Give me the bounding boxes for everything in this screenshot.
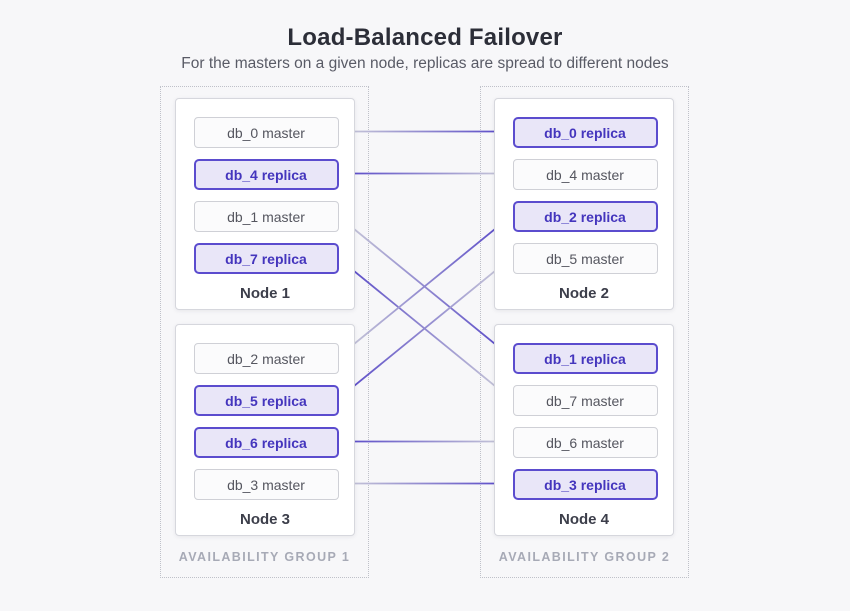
availability-group-2-label: AVAILABILITY GROUP 2	[498, 550, 671, 564]
availability-group-1-label: AVAILABILITY GROUP 1	[178, 550, 351, 564]
db-item-replica: db_3 replica	[512, 469, 658, 500]
db-item-master: db_4 master	[512, 159, 658, 190]
db-item-master: db_5 master	[512, 243, 658, 274]
node-1-label: Node 1	[239, 285, 290, 302]
db-item-replica: db_6 replica	[193, 427, 339, 458]
db-item-replica: db_2 replica	[512, 201, 658, 232]
db-item-master: db_0 master	[193, 117, 339, 148]
db-item-master: db_3 master	[193, 469, 339, 500]
db-item-replica: db_1 replica	[512, 343, 658, 374]
db-item-master: db_7 master	[512, 385, 658, 416]
db-item-master: db_1 master	[193, 201, 339, 232]
node-2-label: Node 2	[558, 285, 609, 302]
node-4-items: db_1 replica db_7 master db_6 master db_3 r…	[512, 343, 658, 500]
node-3-items: db_2 master db_5 replica db_6 replica db_3 …	[193, 343, 339, 500]
db-item-replica: db_5 replica	[193, 385, 339, 416]
page-subtitle: For the masters on a given node, replica…	[181, 55, 669, 72]
db-item-replica: db_7 replica	[193, 243, 339, 274]
db-item-master: db_6 master	[512, 427, 658, 458]
node-1-panel: db_0 master db_4 replica db_1 master db_7 r…	[175, 98, 355, 310]
node-4-panel: db_1 replica db_7 master db_6 master db_3 r…	[494, 324, 674, 536]
node-3-label: Node 3	[239, 511, 290, 528]
node-1-items: db_0 master db_4 replica db_1 master db_7 r…	[193, 117, 339, 274]
db-item-master: db_2 master	[193, 343, 339, 374]
db-item-replica: db_0 replica	[512, 117, 658, 148]
node-2-panel: db_0 replica db_4 master db_2 replica db_5 …	[494, 98, 674, 310]
node-3-panel: db_2 master db_5 replica db_6 replica db_3 …	[175, 324, 355, 536]
node-4-label: Node 4	[558, 511, 609, 528]
page-title: Load-Balanced Failover	[287, 24, 563, 51]
db-item-replica: db_4 replica	[193, 159, 339, 190]
node-2-items: db_0 replica db_4 master db_2 replica db_5 …	[512, 117, 658, 274]
